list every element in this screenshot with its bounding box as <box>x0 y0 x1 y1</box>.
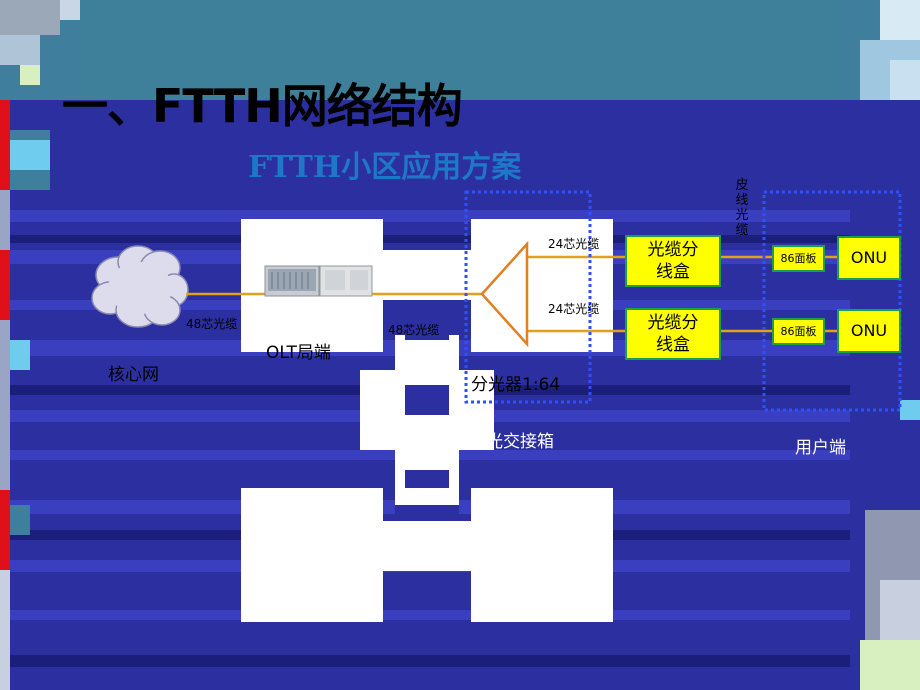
user-dashed-frame <box>762 190 902 412</box>
splitter-label: 分光器1:64 <box>471 375 561 395</box>
onu-bottom: ONU <box>837 309 901 353</box>
distribution-box-bottom: 光缆分 线盒 <box>625 308 721 360</box>
diagram-subtitle: FTTH小区应用方案 <box>248 150 522 185</box>
panel-86-top: 86面板 <box>772 245 825 272</box>
cable-label-24-top: 24芯光缆 <box>548 237 600 251</box>
cable-label-48-b: 48芯光缆 <box>388 323 440 337</box>
olt-cabinet-icon <box>264 265 373 297</box>
cable-label-48-a: 48芯光缆 <box>186 317 238 331</box>
olt-label: OLT局端 <box>266 343 331 363</box>
cross-box-label: 光交接箱 <box>486 432 554 452</box>
panel-86-bottom: 86面板 <box>772 318 825 345</box>
user-end-label: 用户端 <box>795 438 846 458</box>
cloud-icon <box>91 245 189 328</box>
drop-cable-label: 皮线光缆 <box>735 178 749 238</box>
slide-title: 一、FTTH网络结构 <box>62 79 463 133</box>
distribution-box-top: 光缆分 线盒 <box>625 235 721 287</box>
cable-label-24-bottom: 24芯光缆 <box>548 302 600 316</box>
onu-top: ONU <box>837 236 901 280</box>
splitter-dashed-frame <box>464 190 592 404</box>
core-network-label: 核心网 <box>108 365 159 385</box>
splitter-icon <box>480 240 529 348</box>
